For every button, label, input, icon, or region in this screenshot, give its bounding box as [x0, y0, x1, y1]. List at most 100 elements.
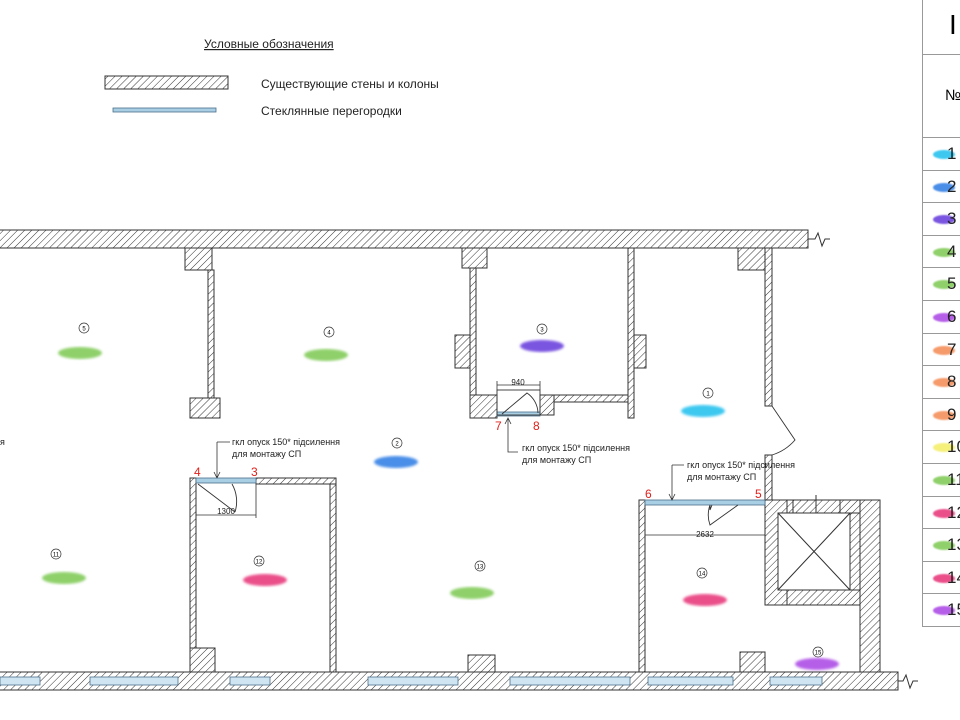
row-number: 1: [947, 144, 957, 163]
room-table: I № 123456789101112131415: [922, 0, 960, 627]
svg-text:для монтажу СП: для монтажу СП: [232, 449, 301, 459]
color-swatch: [933, 378, 955, 388]
row-number: 15: [947, 600, 960, 620]
svg-text:для монтажу СП: для монтажу СП: [687, 472, 756, 482]
room-color-mark: [683, 594, 727, 606]
table-row: 11: [923, 464, 960, 497]
room-number: 2: [395, 442, 399, 448]
annotation-notes: гкл опуск 150* підсилення для монтажу СП…: [0, 437, 795, 482]
room-number: 14: [699, 572, 706, 578]
svg-text:7: 7: [495, 419, 502, 433]
room-color-mark: [42, 572, 86, 584]
row-number: 7: [947, 339, 957, 359]
row-number: 12: [947, 502, 960, 522]
room-number-circle: [474, 560, 486, 572]
legend-wall-swatch: [104, 75, 229, 90]
color-swatch: [933, 410, 955, 420]
color-swatch: [933, 475, 955, 485]
room-3: 3: [520, 323, 564, 352]
color-swatch: [933, 508, 955, 518]
svg-text:3: 3: [251, 465, 258, 479]
table-row: 13: [923, 529, 960, 562]
room-number: 5: [82, 327, 86, 333]
svg-text:для монтажу СП: для монтажу СП: [522, 455, 591, 465]
legend-title: Условные обозначения: [204, 37, 334, 51]
room-number: 3: [540, 328, 544, 334]
room-number: 13: [477, 565, 484, 571]
table-row: 4: [923, 236, 960, 269]
svg-text:гкл опуск 150* підсилення: гкл опуск 150* підсилення: [522, 443, 630, 453]
color-swatch: [933, 345, 955, 355]
room-number-circle: [50, 548, 62, 560]
row-number: 14: [947, 567, 960, 587]
room-number-circle: [536, 323, 548, 335]
table-row: 7: [923, 334, 960, 367]
break-symbol: [898, 673, 918, 690]
row-number: 9: [947, 404, 957, 424]
windows: [0, 676, 823, 686]
table-row: 9: [923, 399, 960, 432]
row-number: 11: [947, 469, 960, 489]
room-1: 1: [681, 387, 725, 417]
row-number: 6: [947, 306, 957, 326]
room-number-circle: [78, 322, 90, 334]
svg-text:я: я: [0, 437, 5, 447]
room-color-mark: [520, 340, 564, 352]
table-header-no: №: [923, 55, 960, 138]
doors: [197, 389, 796, 526]
room-2: 2: [374, 437, 418, 468]
color-swatch: [933, 215, 955, 225]
room-15: 15: [795, 646, 839, 670]
room-color-mark: [58, 347, 102, 359]
table-row: 12: [923, 497, 960, 530]
table-row: 6: [923, 301, 960, 334]
room-number: 1: [706, 392, 710, 398]
room-number-circle: [696, 567, 708, 579]
break-symbol: [808, 231, 830, 248]
room-number-circle: [812, 646, 824, 658]
table-row: 14: [923, 562, 960, 595]
room-number: 15: [815, 651, 822, 657]
room-color-mark: [450, 587, 494, 599]
svg-text:гкл опуск 150* підсилення: гкл опуск 150* підсилення: [687, 460, 795, 470]
svg-text:5: 5: [755, 487, 762, 501]
room-color-mark: [243, 574, 287, 586]
row-number: 2: [947, 176, 957, 196]
room-5: 5: [58, 322, 102, 359]
row-number: 13: [947, 535, 960, 555]
room-number: 11: [53, 553, 60, 559]
room-number-circle: [323, 326, 335, 338]
color-swatch: [933, 150, 955, 159]
svg-text:6: 6: [645, 487, 652, 501]
table-row: 1: [923, 138, 960, 171]
row-number: 4: [947, 241, 957, 261]
room-number-circle: [391, 437, 403, 449]
point-markers: 4 3 6 5 7 8: [194, 419, 762, 501]
dimension-1300: 1300: [217, 507, 235, 516]
room-color-mark: [304, 349, 348, 361]
svg-text:8: 8: [533, 419, 540, 433]
table-row: 2: [923, 171, 960, 204]
legend-glass-label: Стеклянные перегородки: [261, 104, 402, 118]
legend-walls-label: Существующие стены и колоны: [261, 77, 439, 91]
room-4: 4: [304, 326, 348, 361]
color-swatch: [933, 182, 955, 192]
dimension-940: 940: [511, 378, 525, 387]
table-row: 5: [923, 268, 960, 301]
table-row: 15: [923, 594, 960, 627]
table-row: 8: [923, 366, 960, 399]
color-swatch: [933, 606, 955, 616]
room-color-mark: [681, 405, 725, 417]
color-swatch: [933, 443, 955, 453]
room-number-circle: [253, 555, 265, 567]
row-number: 3: [947, 209, 957, 229]
dimension-2632: 2632: [696, 530, 714, 539]
color-swatch: [933, 541, 955, 551]
room-color-mark: [374, 456, 418, 468]
legend-glass-swatch: [112, 107, 217, 113]
color-swatch: [933, 312, 955, 322]
room-color-mark: [795, 658, 839, 670]
table-row: 10: [923, 431, 960, 464]
